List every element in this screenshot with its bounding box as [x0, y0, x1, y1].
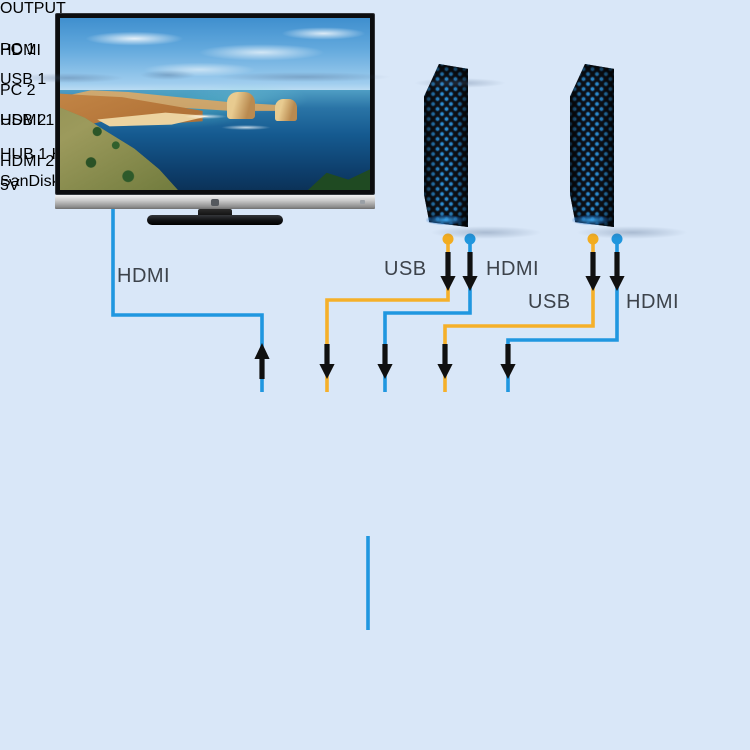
arrow-down-icon — [319, 344, 335, 379]
monitor-screen — [60, 18, 370, 190]
hdmi1-port-label: HDMI 1 — [0, 112, 55, 129]
pc2-front-edge — [608, 60, 616, 228]
usb2-port-label: USB 2 — [0, 112, 47, 129]
usb-flash-drive: SanDisk — [0, 173, 110, 213]
plug-dot-pc2-hdmi — [611, 233, 623, 245]
kvm-switch-unit: OUTPUT HDMI PC 1 USB 1 HDMI 1 PC 2 USB 2… — [0, 0, 359, 170]
pc2-glow — [572, 215, 610, 225]
pc1-group-title: PC 1 — [0, 41, 36, 58]
pc-tower-2 — [570, 57, 692, 233]
output-port-label: HDMI — [0, 42, 41, 59]
flash-drive-body: SanDisk — [0, 173, 110, 191]
monitor-stand-neck — [198, 209, 232, 217]
arrow-down-icon — [462, 252, 478, 291]
arrow-up-icon — [254, 343, 270, 379]
hub-power-label: 5V — [0, 177, 20, 194]
label-monitor-hdmi: HDMI — [117, 265, 171, 287]
arrow-down-icon — [500, 344, 516, 379]
plug-dot-pc1-hdmi — [464, 233, 476, 245]
hub1-label: HUB 1 — [0, 146, 48, 163]
plug-dot-pc1-usb — [442, 233, 454, 245]
keyboard-shadow — [216, 72, 392, 82]
monitor-led — [360, 200, 365, 204]
flash-drive-shadow — [14, 73, 124, 83]
output-port-group: OUTPUT HDMI — [0, 0, 71, 59]
hdmi2-port-label: HDMI 2 — [0, 153, 55, 170]
arrow-down-icon — [440, 252, 456, 291]
monitor-logo — [211, 199, 219, 206]
pc1-glow — [426, 215, 464, 225]
plug-dot-pc2-usb — [587, 233, 599, 245]
pc1-shadow — [430, 226, 542, 239]
monitor-stand-base — [147, 215, 283, 225]
usb1-port-label: USB 1 — [0, 71, 46, 88]
label-pc1-hdmi: HDMI — [486, 258, 540, 280]
pc2-front-panel — [570, 64, 614, 227]
label-pc2-usb: USB — [528, 291, 571, 313]
flash-drive-brand: SanDisk — [0, 173, 60, 190]
pc2-port-group: PC 2 USB 2 HDMI 2 — [0, 82, 127, 170]
arrow-down-icon — [377, 344, 393, 379]
screen-shrubs — [60, 18, 370, 190]
pc1-front-panel — [424, 64, 468, 227]
label-pc1-usb: USB — [384, 258, 427, 280]
monitor-speaker-bar — [55, 195, 375, 209]
arrow-down-icon — [437, 344, 453, 379]
pc-tower-1 — [424, 57, 546, 233]
pc2-group-title: PC 2 — [0, 82, 36, 99]
pc1-port-group: PC 1 USB 1 HDMI 1 — [0, 41, 122, 129]
cable-monitor-hdmi — [111, 203, 264, 392]
label-pc2-hdmi: HDMI — [626, 291, 680, 313]
arrow-down-icon — [585, 252, 601, 291]
mouse-shadow — [140, 70, 196, 80]
peripherals-box: SanDisk — [0, 70, 517, 271]
output-group-title: OUTPUT — [0, 0, 66, 17]
arrow-down-icon — [609, 252, 625, 291]
monitor — [55, 13, 375, 195]
pc2-shadow — [576, 226, 688, 239]
printer-shadow — [414, 78, 506, 88]
